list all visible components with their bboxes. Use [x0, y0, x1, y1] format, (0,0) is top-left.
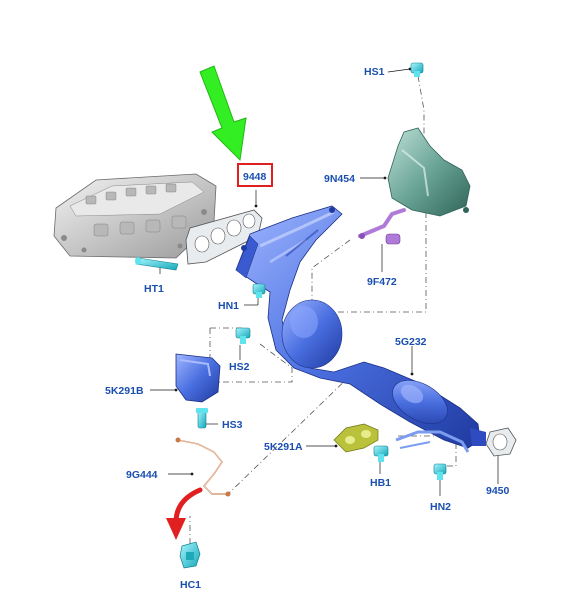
exhaust-manifold-5g232: [235, 205, 486, 449]
label-5g232: 5G232: [395, 336, 427, 348]
cylinder-head: [53, 173, 217, 259]
ht1-stud: [135, 257, 179, 271]
label-9f472: 9F472: [367, 276, 397, 288]
label-5k291a: 5K291A: [264, 441, 303, 453]
hn1-nut: [252, 283, 266, 298]
oxygen-sensor-9f472: [358, 208, 406, 245]
label-hc1: HC1: [180, 579, 201, 591]
label-hs3: HS3: [222, 419, 243, 431]
manifold-gasket-9448: [185, 209, 263, 265]
heat-shield-9n454: [387, 127, 471, 217]
mounting-bracket: [395, 430, 470, 453]
label-9450: 9450: [486, 485, 510, 497]
hb1-bolt: [373, 445, 389, 462]
red-curved-arrow: [166, 487, 203, 540]
label-9g444: 9G444: [126, 469, 158, 481]
gasket-5k291a: [333, 423, 379, 453]
label-5k291b: 5K291B: [105, 385, 144, 397]
hc1-clip: [179, 541, 201, 569]
oxygen-sensor-9g444: [175, 437, 231, 497]
hs3-stud: [196, 408, 208, 429]
label-hb1: HB1: [370, 477, 391, 489]
leader-lines: [150, 67, 499, 544]
flange-gasket-9450: [485, 427, 517, 457]
label-hn1: HN1: [218, 300, 239, 312]
bracket-5k291b: [175, 353, 221, 403]
label-9n454: 9N454: [324, 173, 355, 185]
label-hn2: HN2: [430, 501, 451, 513]
label-9448: 9448: [243, 171, 267, 183]
highlight-box-9448: [237, 163, 273, 187]
hs2-stud: [235, 327, 251, 344]
label-ht1: HT1: [144, 283, 164, 295]
label-hs1: HS1: [364, 66, 385, 78]
hn2-nut: [433, 463, 447, 480]
label-hs2: HS2: [229, 361, 250, 373]
green-pointer-arrow: [199, 65, 247, 162]
callout-labels: HS1 9448 9N454 HT1 HN1 9F472 HS2 5G232 5…: [105, 66, 510, 591]
hs1-stud: [410, 62, 424, 77]
